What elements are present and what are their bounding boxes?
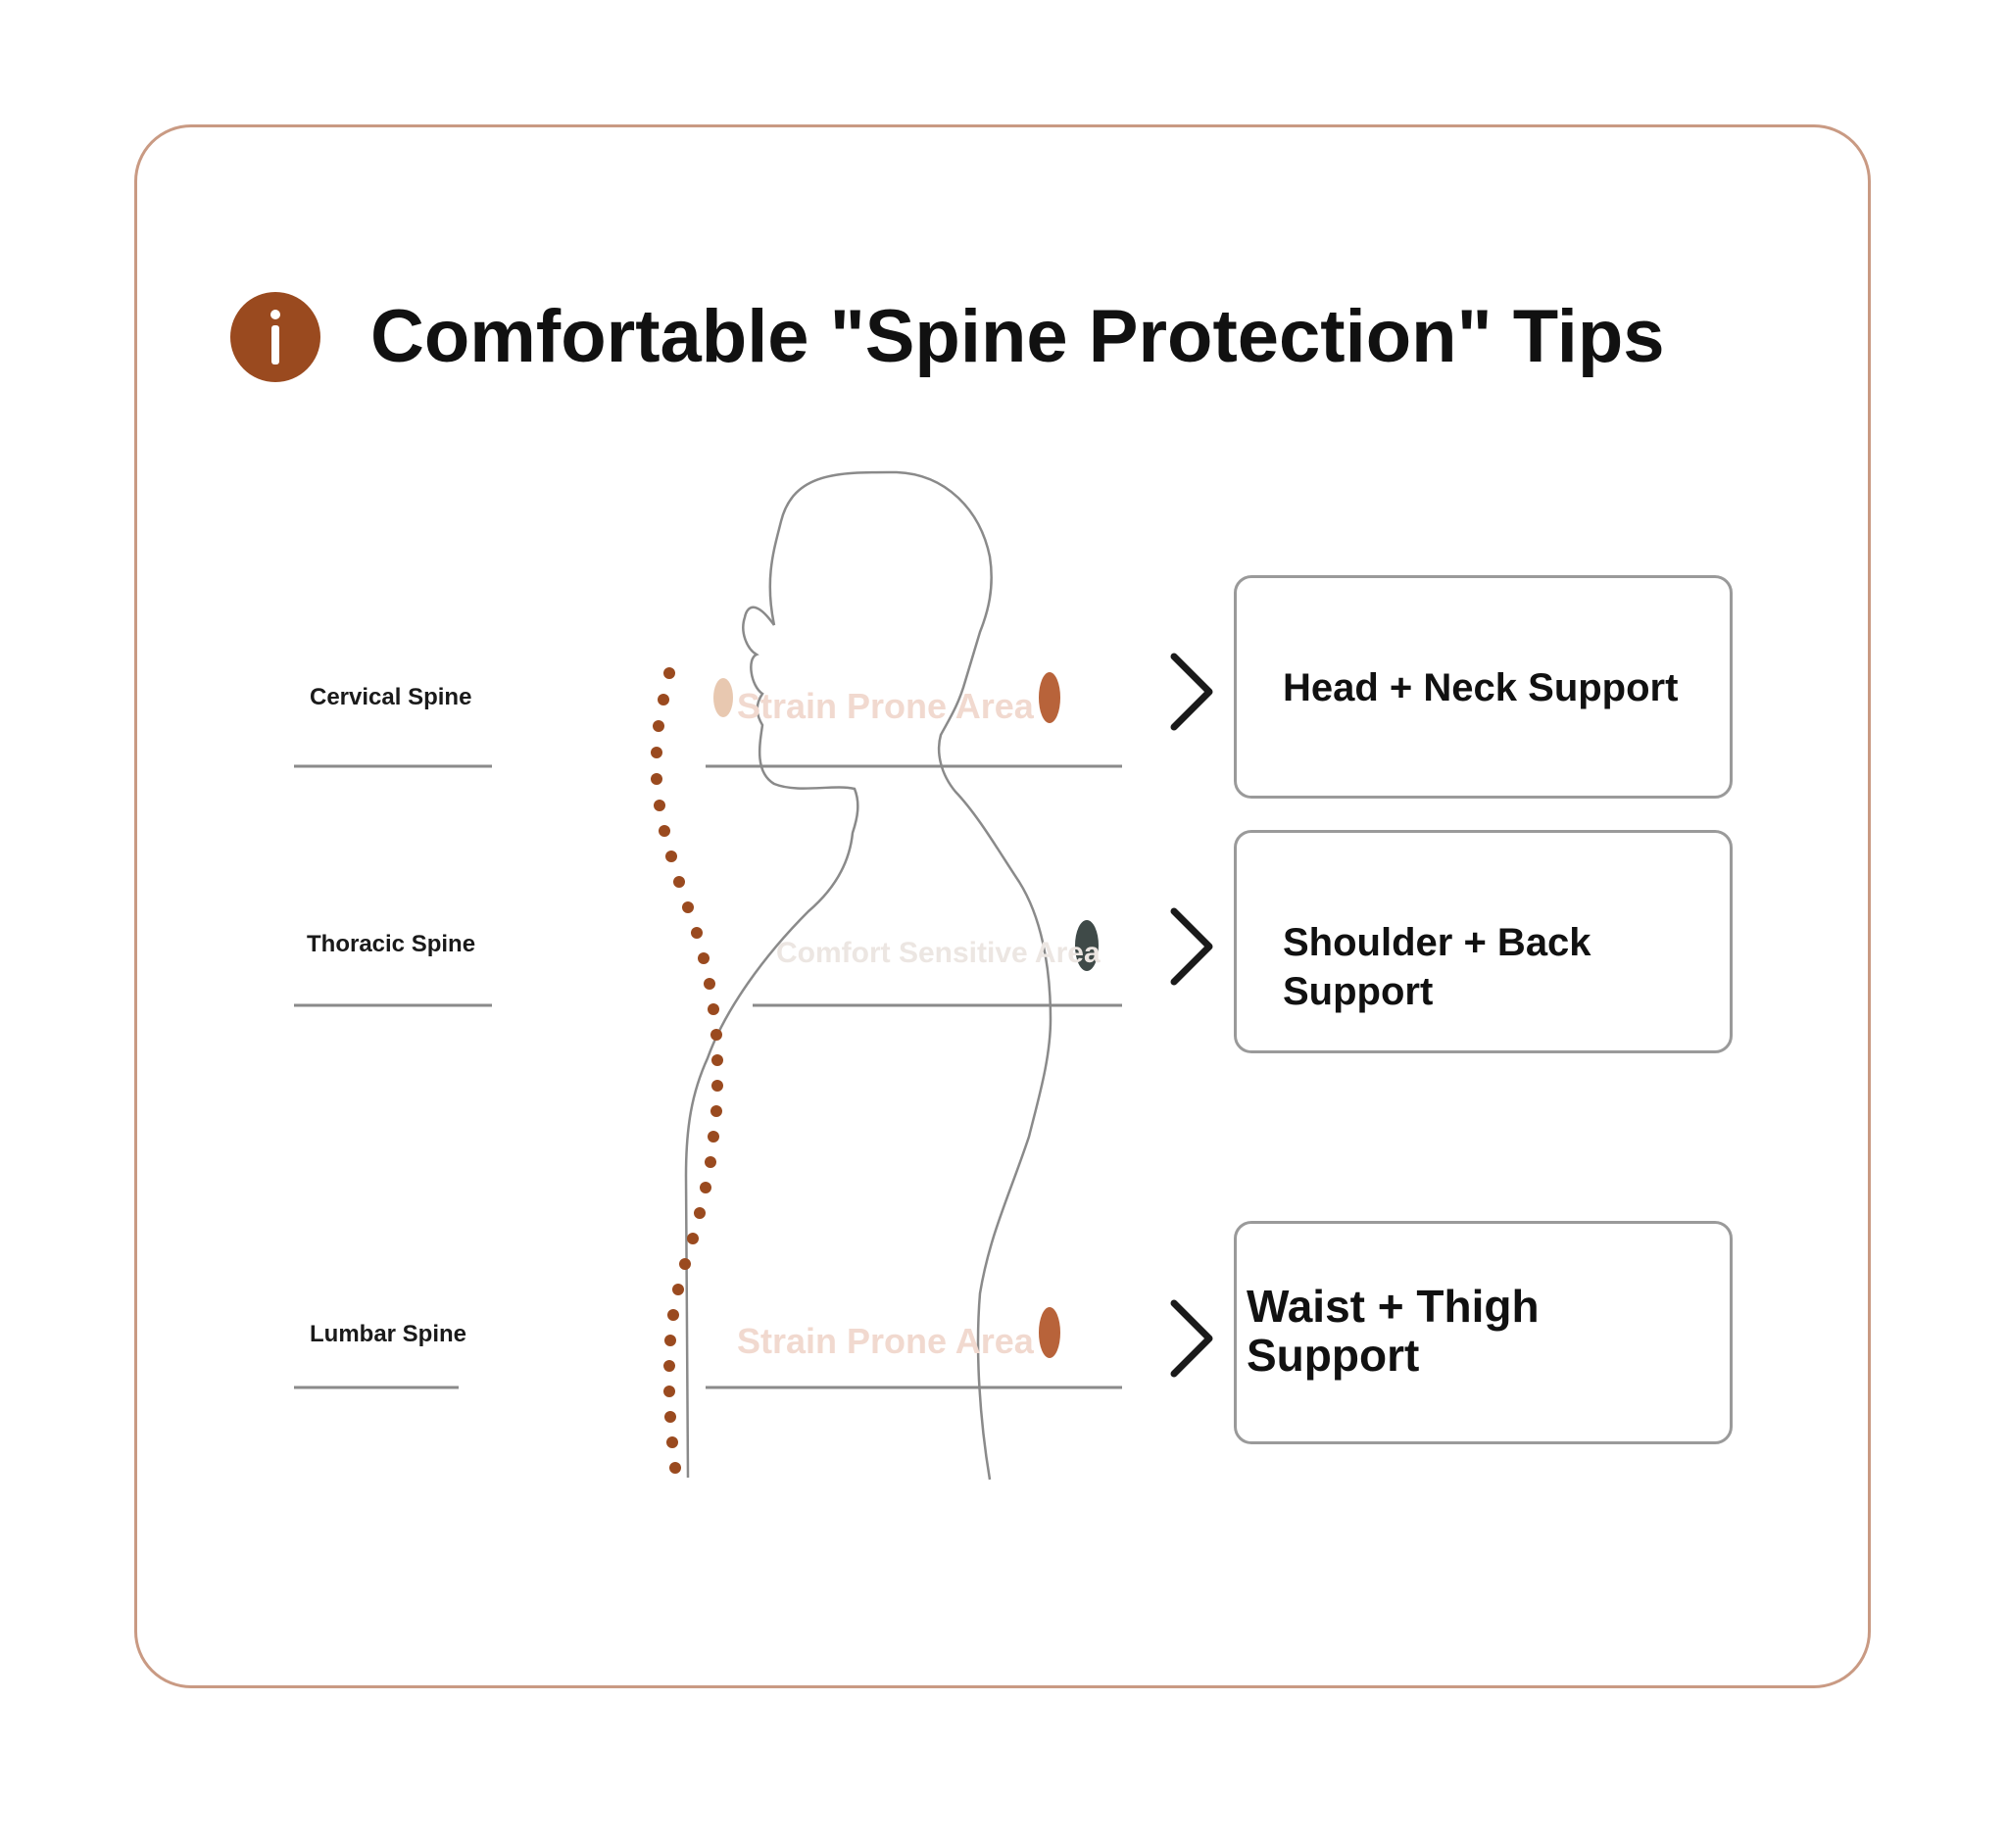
vertebra bbox=[682, 901, 694, 913]
spine-vertebrae bbox=[651, 667, 723, 1474]
vertebra bbox=[700, 1182, 711, 1193]
strain-marker-icon bbox=[1039, 1307, 1060, 1358]
vertebra bbox=[666, 1436, 678, 1448]
tip-label-waist-thigh: Waist + Thigh Support bbox=[1247, 1281, 1540, 1381]
info-icon bbox=[230, 292, 320, 382]
vertebra bbox=[659, 825, 670, 837]
vertebra bbox=[711, 1054, 723, 1066]
page-title: Comfortable "Spine Protection" Tips bbox=[370, 295, 1665, 378]
body-outline-front bbox=[768, 470, 1052, 1481]
vertebra bbox=[708, 1131, 719, 1143]
vertebra bbox=[711, 1080, 723, 1092]
tip-card-head-neck[interactable] bbox=[1234, 575, 1733, 799]
vertebra bbox=[667, 1309, 679, 1321]
vertebra bbox=[704, 978, 715, 990]
vertebra bbox=[691, 927, 703, 939]
vertebra bbox=[698, 952, 710, 964]
body-outline-back bbox=[684, 606, 859, 1479]
strain-marker-icon bbox=[713, 678, 733, 717]
chevron-right-icon bbox=[1170, 653, 1213, 731]
spine-label-lumbar: Lumbar Spine bbox=[310, 1321, 467, 1347]
vertebra bbox=[663, 1360, 675, 1372]
comfort-marker-icon bbox=[1075, 920, 1099, 971]
vertebra bbox=[710, 1029, 722, 1041]
vertebra bbox=[664, 1411, 676, 1423]
vertebra bbox=[651, 747, 662, 758]
vertebra bbox=[679, 1258, 691, 1270]
spine-label-thoracic: Thoracic Spine bbox=[307, 931, 476, 957]
area-label-strain: Strain Prone Area bbox=[737, 686, 1034, 726]
tip-card-shoulder-back[interactable] bbox=[1234, 830, 1733, 1053]
area-label-comfort: Comfort Sensitive Area bbox=[776, 937, 1101, 969]
tip-label-shoulder-back: Shoulder + Back Support bbox=[1283, 921, 1591, 1013]
vertebra bbox=[653, 720, 664, 732]
guide-lines bbox=[294, 764, 1122, 1389]
chevron-right-icon bbox=[1170, 1299, 1213, 1378]
vertebra bbox=[708, 1003, 719, 1015]
area-label-strain: Strain Prone Area bbox=[737, 1321, 1034, 1361]
vertebra bbox=[654, 800, 665, 811]
vertebra bbox=[673, 876, 685, 888]
vertebra bbox=[663, 1386, 675, 1397]
vertebra bbox=[663, 667, 675, 679]
vertebra bbox=[669, 1462, 681, 1474]
vertebra bbox=[705, 1156, 716, 1168]
vertebra bbox=[658, 694, 669, 705]
chevron-right-icon bbox=[1170, 907, 1213, 986]
tip-card-waist-thigh[interactable] bbox=[1234, 1221, 1733, 1444]
vertebra bbox=[710, 1105, 722, 1117]
vertebra bbox=[665, 851, 677, 862]
vertebra bbox=[672, 1284, 684, 1295]
spine-label-cervical: Cervical Spine bbox=[310, 684, 472, 710]
vertebra bbox=[694, 1207, 706, 1219]
vertebra bbox=[687, 1233, 699, 1244]
strain-marker-icon bbox=[1039, 672, 1060, 723]
tip-label-head-neck: Head + Neck Support bbox=[1283, 666, 1679, 709]
vertebra bbox=[664, 1335, 676, 1346]
vertebra bbox=[651, 773, 662, 785]
